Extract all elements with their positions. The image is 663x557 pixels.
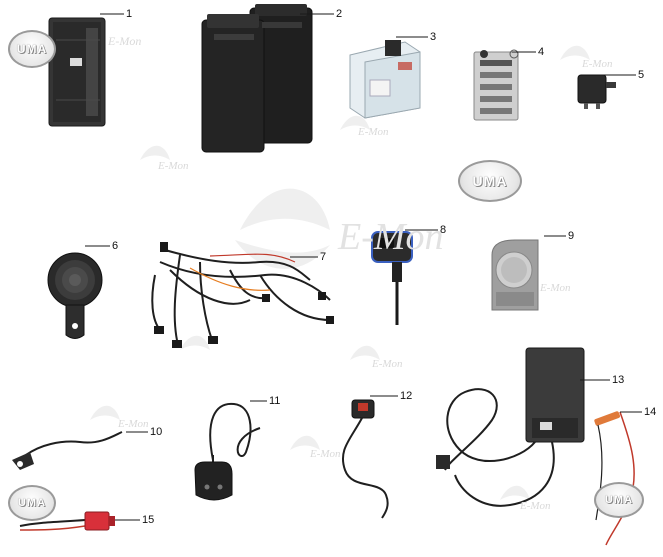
part-13-external-charger bbox=[436, 347, 585, 507]
part-4-relay-block bbox=[473, 49, 519, 121]
callout-number-7: 7 bbox=[320, 251, 327, 263]
part-5-flasher-relay bbox=[577, 74, 616, 109]
brand-watermark: E-Mon bbox=[158, 160, 189, 172]
part-1-controller bbox=[48, 17, 106, 127]
part-14-fuse-lead bbox=[594, 411, 635, 546]
brand-watermark: E-Mon bbox=[358, 126, 389, 138]
brand-watermark: E-Mon bbox=[372, 358, 403, 370]
brand-watermark: E-Mon bbox=[108, 34, 142, 48]
callout-number-2: 2 bbox=[336, 8, 343, 20]
uma-logo-watermark: UMA bbox=[458, 160, 522, 202]
callout-number-15: 15 bbox=[142, 514, 155, 526]
part-6-horn bbox=[47, 252, 103, 339]
callout-number-1: 1 bbox=[126, 8, 133, 20]
part-12-switch-cable bbox=[342, 399, 389, 519]
uma-logo-watermark: UMA bbox=[8, 30, 56, 68]
callout-number-3: 3 bbox=[430, 31, 437, 43]
part-11-power-plug-cable bbox=[194, 402, 261, 501]
callout-number-12: 12 bbox=[400, 390, 413, 402]
brand-watermark: E-Mon bbox=[582, 58, 613, 70]
callout-number-10: 10 bbox=[150, 426, 163, 438]
callout-number-4: 4 bbox=[538, 46, 545, 58]
part-7-connectors bbox=[154, 242, 334, 348]
leaf-watermarks bbox=[90, 45, 590, 500]
callout-number-5: 5 bbox=[638, 69, 645, 81]
callout-number-6: 6 bbox=[112, 240, 119, 252]
brand-watermark: E-Mon bbox=[338, 216, 444, 258]
callout-number-13: 13 bbox=[612, 374, 625, 386]
part-3-charger-module bbox=[349, 40, 421, 119]
callout-number-8: 8 bbox=[440, 224, 447, 236]
brand-watermark: E-Mon bbox=[540, 282, 571, 294]
part-2-batteries bbox=[201, 4, 313, 153]
callout-number-14: 14 bbox=[644, 406, 657, 418]
uma-logo-watermark: UMA bbox=[8, 485, 56, 521]
callout-number-9: 9 bbox=[568, 230, 575, 242]
part-9-speaker bbox=[491, 239, 539, 311]
part-15-connector-lead bbox=[19, 511, 115, 531]
brand-watermark: E-Mon bbox=[310, 448, 341, 460]
part-8-connector-plug bbox=[371, 231, 413, 325]
uma-logo-watermark: UMA bbox=[594, 482, 644, 518]
callout-number-11: 11 bbox=[269, 395, 281, 407]
brand-watermark: E-Mon bbox=[118, 418, 149, 430]
part-10-sensor-cable bbox=[12, 431, 123, 470]
brand-watermark: E-Mon bbox=[520, 500, 551, 512]
